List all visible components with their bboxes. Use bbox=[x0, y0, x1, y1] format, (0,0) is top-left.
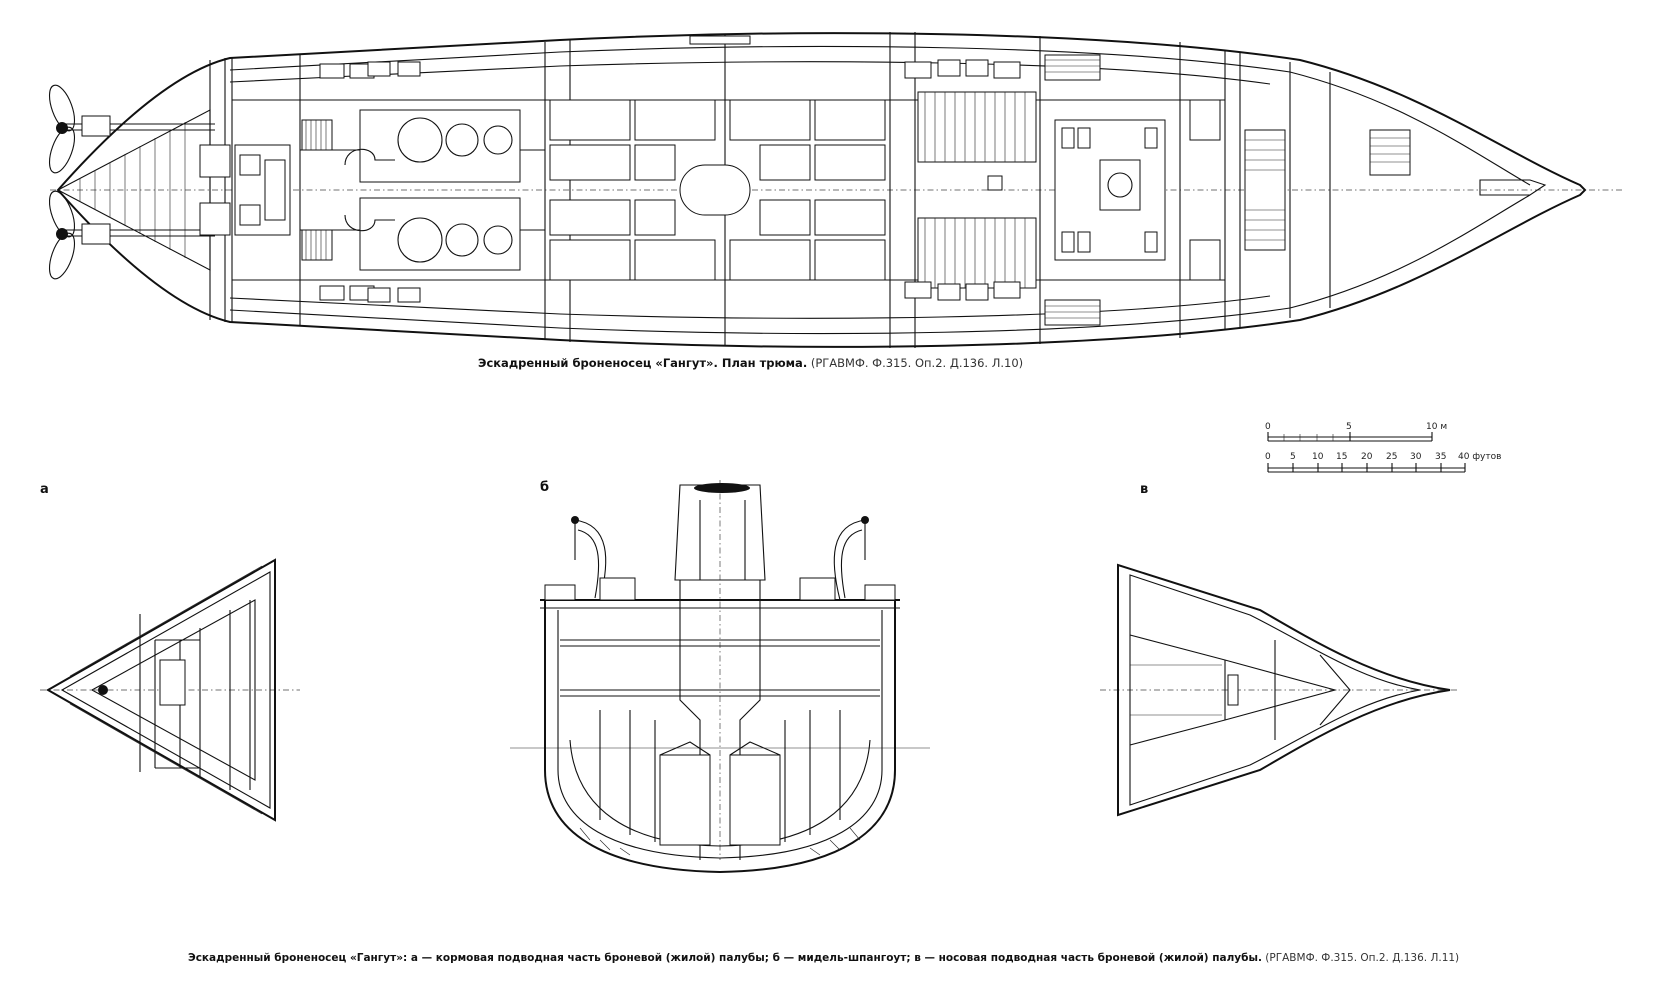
scale-bar-meters bbox=[1267, 432, 1433, 442]
bow-section-plan bbox=[1100, 563, 1460, 817]
scale-ft-tick-40: 40 футов bbox=[1458, 452, 1502, 462]
boiler-icon bbox=[729, 99, 886, 281]
sections-caption-source: (РГАВМФ. Ф.315. Оп.2. Д.136. Л.11) bbox=[1265, 952, 1460, 964]
scale-ft-tick-35: 35 bbox=[1435, 452, 1447, 462]
davit-icon bbox=[833, 516, 869, 601]
hold-plan-caption: Эскадренный броненосец «Гангут». План тр… bbox=[478, 356, 1023, 370]
midship-section bbox=[510, 480, 930, 874]
panel-label-a: а bbox=[40, 482, 49, 497]
scale-m-tick-5: 5 bbox=[1346, 422, 1352, 432]
scale-ft-tick-0: 0 bbox=[1265, 452, 1271, 462]
sections-caption: Эскадренный броненосец «Гангут»: а — кор… bbox=[188, 952, 1459, 964]
hull-outline bbox=[56, 32, 1587, 348]
panel-label-v: в bbox=[1140, 482, 1149, 497]
scale-ft-tick-30: 30 bbox=[1410, 452, 1422, 462]
engine-icon bbox=[344, 197, 521, 271]
sections-caption-title: Эскадренный броненосец «Гангут»: а — кор… bbox=[188, 952, 1262, 964]
hold-plan bbox=[48, 32, 1625, 348]
propeller-icon bbox=[48, 190, 76, 280]
boiler-icon bbox=[549, 99, 716, 281]
hold-plan-caption-source: (РГАВМФ. Ф.315. Оп.2. Д.136. Л.10) bbox=[810, 356, 1024, 370]
scale-bar-feet bbox=[1267, 463, 1466, 473]
coal-bunker-icon bbox=[917, 91, 1037, 289]
hold-plan-caption-title: Эскадренный броненосец «Гангут». План тр… bbox=[478, 356, 808, 370]
engine-icon bbox=[344, 109, 521, 183]
scale-m-tick-0: 0 bbox=[1265, 422, 1271, 432]
scale-ft-tick-15: 15 bbox=[1336, 452, 1348, 462]
scale-ft-tick-25: 25 bbox=[1386, 452, 1398, 462]
stern-section-plan bbox=[40, 558, 300, 822]
scale-m-tick-10: 10 м bbox=[1426, 422, 1448, 432]
propeller-icon bbox=[48, 84, 76, 174]
scale-ft-tick-5: 5 bbox=[1290, 452, 1296, 462]
panel-label-b: б bbox=[540, 480, 550, 495]
scale-ft-tick-10: 10 bbox=[1312, 452, 1324, 462]
scale-ft-tick-20: 20 bbox=[1361, 452, 1373, 462]
